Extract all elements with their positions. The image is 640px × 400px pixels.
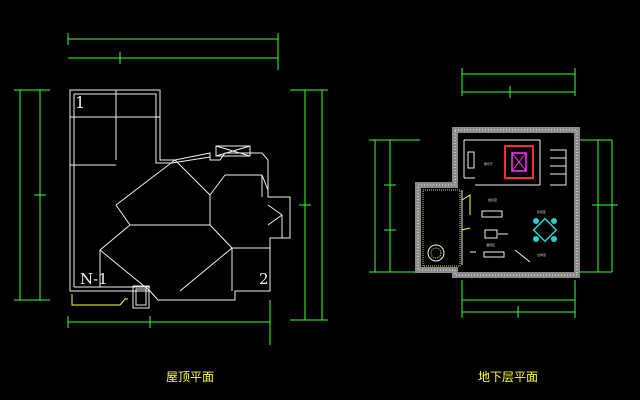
roof-label-1: 1: [75, 93, 85, 112]
basement-misc-furniture: [470, 210, 531, 263]
basement-plan: 娱乐厅 健身室 影视区 酒吧区 台球室: [369, 68, 618, 318]
basement-dimension-lines: [369, 68, 618, 318]
basement-dining-set: [532, 217, 558, 243]
roof-label-2: 2: [259, 270, 269, 288]
room-label-4: 酒吧区: [486, 242, 495, 247]
basement-plan-title: 地下层平面: [478, 370, 539, 384]
room-label-5: 台球室: [537, 252, 546, 257]
roof-dimension-lines: [14, 33, 328, 345]
roof-outline: [69, 89, 291, 309]
basement-sofa-set: [504, 145, 534, 179]
roof-plan: 1 N-1 2: [14, 33, 328, 345]
room-label-3: 影视区: [537, 209, 546, 214]
roof-gutter: [71, 294, 128, 306]
room-label-2: 健身室: [488, 197, 497, 202]
roof-label-n1: N-1: [80, 270, 108, 288]
basement-walls: [415, 127, 580, 278]
roof-plan-title: 屋顶平面: [166, 370, 215, 384]
basement-round-table: [427, 244, 445, 262]
basement-terrace: [422, 189, 461, 267]
room-label-1: 娱乐厅: [484, 161, 493, 166]
